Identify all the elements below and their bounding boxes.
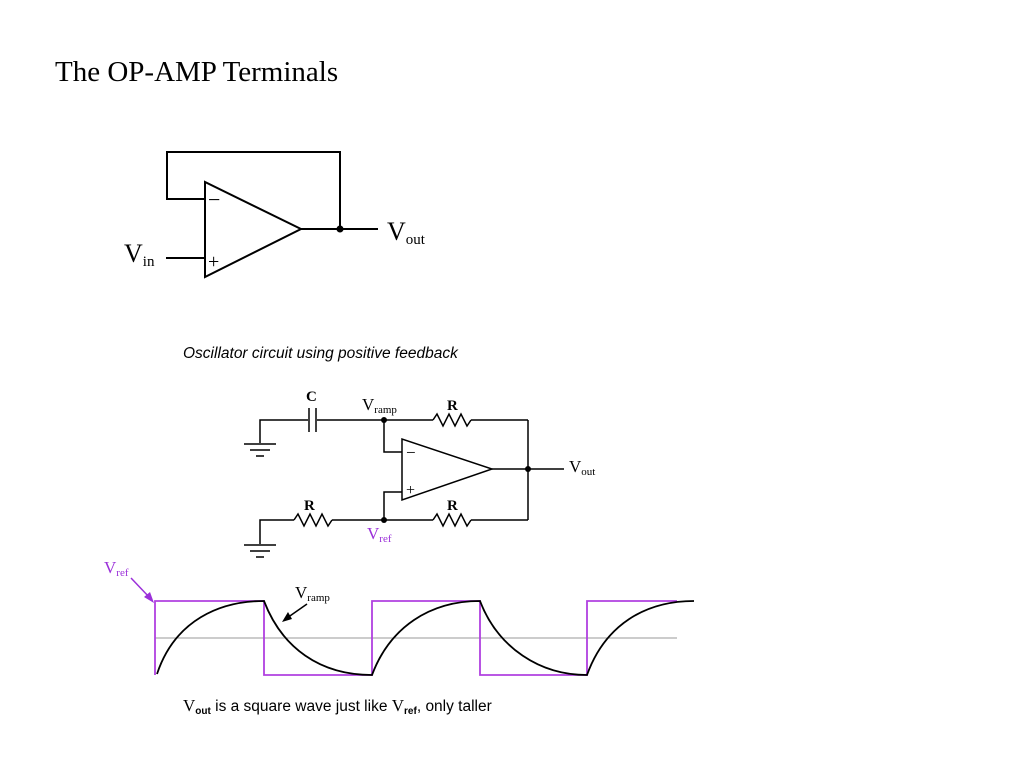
vramp-to-minus-wire [383, 420, 402, 453]
vramp-arrow-head [282, 612, 292, 622]
resistor-bottom-right [432, 512, 472, 528]
vramp-arrow-line [286, 603, 308, 619]
follower-vout-sub: out [406, 232, 426, 248]
vramp-node-sub: ramp [374, 404, 397, 416]
waveform-vramp-sub: ramp [307, 592, 330, 604]
waveform-caption-end: , only taller [417, 698, 492, 715]
capacitor-left-wire [259, 419, 308, 443]
resistor-bottom-left-label: R [304, 498, 315, 514]
vref-square-wave [154, 600, 677, 676]
follower-vout-main: V [387, 217, 406, 246]
waveform-plot: Vref Vramp Vout is a square wave just li… [104, 558, 695, 717]
follower-vin-main: V [124, 239, 143, 268]
oscillator-vout-sub: out [581, 466, 595, 478]
waveform-caption-mid: is a square wave just like [211, 698, 392, 715]
resistor-top [432, 412, 472, 428]
slide-title: The OP-AMP Terminals [55, 56, 339, 88]
oscillator-caption: Oscillator circuit using positive feedba… [183, 345, 459, 362]
vramp-node-main: V [362, 395, 375, 414]
resistor-top-label: R [447, 398, 458, 414]
oscillator-plus-sign: + [406, 482, 415, 499]
capacitor-label: C [306, 389, 317, 405]
waveform-caption-v2: V [392, 696, 405, 715]
oscillator-vout-label: Vout [569, 457, 595, 478]
resistor-bottom-right-label: R [447, 498, 458, 514]
waveform-vref-label: Vref [104, 558, 129, 579]
oscillator-opamp-triangle [401, 437, 495, 502]
follower-vin-label: Vin [124, 239, 155, 270]
vref-node-sub: ref [379, 533, 392, 545]
follower-feedback-wire [166, 151, 341, 229]
follower-opamp-triangle [204, 180, 304, 279]
waveform-caption-v1: V [183, 696, 196, 715]
plus-to-vref-wire [383, 491, 402, 520]
vref-node-label: Vref [367, 524, 392, 545]
vramp-node-label: Vramp [362, 395, 397, 416]
vref-arrow-head [144, 592, 154, 603]
follower-minus-sign: − [208, 187, 220, 212]
vref-node-main: V [367, 524, 380, 543]
ground-symbol-bottom [244, 544, 276, 558]
waveform-vramp-main: V [295, 583, 308, 602]
follower-vout-label: Vout [387, 217, 426, 248]
vramp-exponential-wave [156, 600, 695, 676]
waveform-vref-sub: ref [116, 567, 129, 579]
oscillator-vout-main: V [569, 457, 582, 476]
follower-output-node [336, 225, 344, 233]
follower-plus-sign: + [208, 251, 219, 273]
oscillator-circuit: C R Vramp − + Vout Vref [244, 389, 595, 558]
voltage-follower-circuit: − + Vin Vout [124, 151, 426, 279]
ground-symbol-top [244, 443, 276, 457]
waveform-caption: Vout is a square wave just like Vref, on… [183, 696, 492, 717]
resistor-bottom-left [293, 512, 333, 528]
follower-vin-sub: in [143, 254, 155, 270]
oscillator-minus-sign: − [406, 443, 416, 462]
waveform-caption-sub2: ref [404, 706, 417, 717]
waveform-caption-sub1: out [195, 706, 211, 717]
waveform-vramp-label: Vramp [295, 583, 330, 604]
ground-bottom-wire [259, 519, 294, 544]
waveform-vref-main: V [104, 558, 117, 577]
